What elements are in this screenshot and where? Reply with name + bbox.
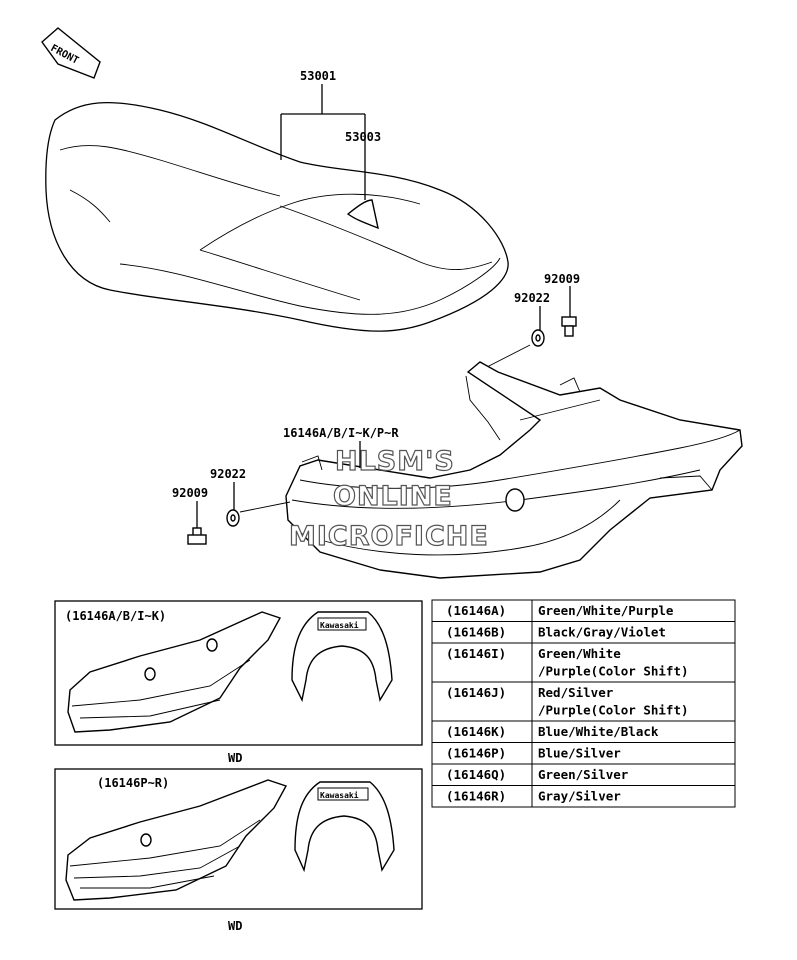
callout-92022-left: 92022 [210, 467, 246, 481]
callout-16146: 16146A/B/I~K/P~R [283, 426, 399, 440]
callout-53001: 53001 [300, 69, 336, 83]
color-table-code: (16146I) [446, 646, 506, 661]
side-cover-drawing [285, 361, 743, 579]
inset-top-label: (16146A/B/I~K) [65, 609, 166, 623]
color-table-code: (16146K) [446, 724, 506, 739]
color-table: (16146A) Green/White/Purple (16146B) Black/… [431, 599, 736, 808]
washer-left-icon [226, 509, 240, 527]
inset-top-caption: WD [228, 751, 242, 765]
inset-top: (16146A/B/I~K) Kawasaki WD [54, 600, 423, 765]
color-table-code: (16146J) [446, 685, 506, 700]
color-table-code: (16146P) [446, 746, 506, 761]
front-arrow-icon: FRONT [41, 27, 101, 79]
inset-top-badge: Kawasaki [320, 620, 359, 630]
inset-bottom-label: (16146P~R) [97, 776, 169, 790]
color-table-row [431, 785, 736, 808]
color-table-code: (16146Q) [446, 767, 506, 782]
color-table-code: (16146R) [446, 789, 506, 804]
callout-92022-right: 92022 [514, 291, 550, 305]
callout-53003: 53003 [345, 130, 381, 144]
watermark-line-2: ONLINE [333, 481, 453, 512]
color-table-code: (16146B) [446, 625, 506, 640]
seat-callouts: 53001 53003 [280, 69, 381, 200]
color-table-color: /Purple(Color Shift) [538, 664, 689, 679]
washer-right-icon [531, 329, 545, 347]
color-table-color: Gray/Silver [538, 789, 621, 804]
left-fasteners: 92022 92009 [172, 467, 291, 545]
color-table-color: Black/Gray/Violet [538, 625, 666, 640]
color-table-color: Blue/White/Black [538, 724, 659, 739]
color-table-color: /Purple(Color Shift) [538, 703, 689, 718]
color-table-color: Green/White [538, 646, 621, 661]
color-table-color: Green/White/Purple [538, 603, 674, 618]
seat-drawing [45, 102, 509, 332]
side-cover-callout: 16146A/B/I~K/P~R [283, 426, 399, 468]
bolt-left-icon [187, 527, 207, 545]
color-table-color: Red/Silver [538, 685, 614, 700]
bolt-right-icon [561, 316, 577, 337]
watermark-line-1: HLSM'S [335, 446, 455, 477]
watermark: HLSM'S ONLINE MICROFICHE [288, 445, 489, 552]
inset-bottom-badge: Kawasaki [320, 790, 359, 800]
color-table-color: Green/Silver [538, 767, 629, 782]
watermark-line-3: MICROFICHE [289, 521, 489, 552]
inset-bottom: (16146P~R) Kawasaki WD [54, 768, 423, 933]
color-table-code: (16146A) [446, 603, 506, 618]
callout-92009-left: 92009 [172, 486, 208, 500]
right-fasteners: 92009 92022 [484, 272, 580, 369]
callout-92009-right: 92009 [544, 272, 580, 286]
inset-bottom-caption: WD [228, 919, 242, 933]
color-table-color: Blue/Silver [538, 746, 621, 761]
